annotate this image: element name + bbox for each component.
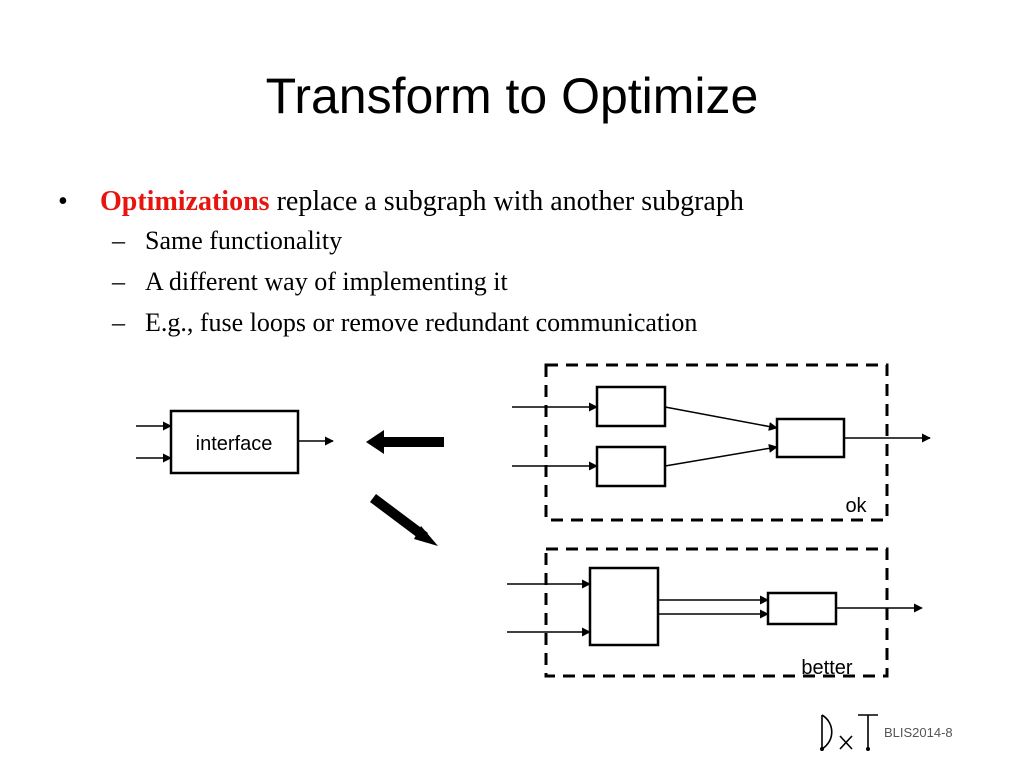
slide-title: Transform to Optimize — [265, 68, 759, 124]
interface-node: interface — [136, 409, 334, 475]
dash-icon: – — [112, 267, 125, 296]
footer-slide-number: BLIS2014-8 — [884, 725, 953, 740]
subitem-example: –E.g., fuse loops or remove redundant co… — [58, 302, 998, 343]
ok-subgraph: ok — [512, 363, 931, 522]
bullet-dot-icon: • — [58, 186, 68, 217]
dash-icon: – — [112, 308, 125, 337]
better-subgraph: better — [507, 547, 923, 679]
ok-box-bottom — [595, 445, 667, 488]
ok-connector-arrow — [664, 406, 778, 431]
dash-icon: – — [112, 226, 125, 255]
better-fused-box — [588, 566, 660, 647]
down-right-thick-arrow-icon — [370, 494, 438, 546]
ok-box-merge — [775, 417, 846, 459]
ok-label: ok — [845, 495, 867, 517]
bullet-list: • Optimizations replace a subgraph with a… — [58, 184, 998, 343]
left-thick-arrow-icon — [366, 430, 444, 454]
bullet-item-main: • Optimizations replace a subgraph with a… — [58, 184, 998, 220]
bullet-emphasis: Optimizations — [100, 186, 270, 217]
ok-box-top — [595, 385, 667, 428]
dxt-logo-icon — [820, 714, 878, 751]
subitem-text: A different way of implementing it — [145, 267, 508, 296]
subitem-text: E.g., fuse loops or remove redundant com… — [145, 308, 698, 337]
ok-connector-arrow — [664, 443, 778, 467]
interface-label: interface — [196, 433, 273, 455]
better-label: better — [801, 657, 852, 679]
subitem-different-way: –A different way of implementing it — [58, 261, 998, 302]
better-box-output — [766, 591, 838, 626]
bullet-text: replace a subgraph with another subgraph — [269, 186, 744, 217]
subitem-same-functionality: –Same functionality — [58, 220, 998, 261]
subitem-text: Same functionality — [145, 226, 343, 255]
interface-box — [169, 409, 300, 475]
ok-dashed-border — [544, 363, 889, 522]
better-dashed-border — [544, 547, 889, 678]
